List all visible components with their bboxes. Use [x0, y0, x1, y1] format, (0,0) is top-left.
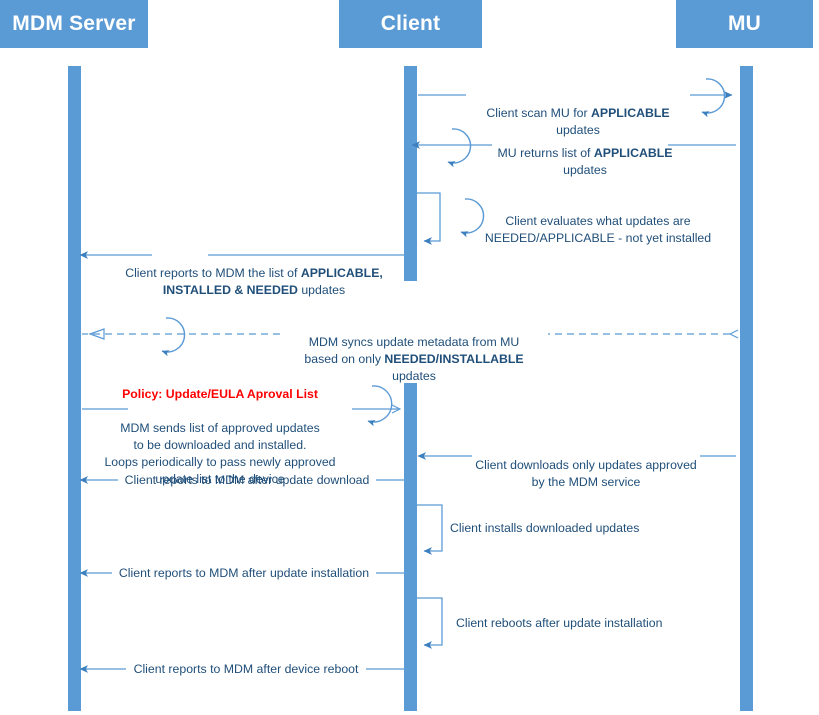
message-label-client-installs: Client installs downloaded updates: [450, 521, 640, 535]
message-label-client-reboots: Client reboots after update installation: [456, 616, 663, 630]
msg-text-m1-b: updates: [556, 123, 600, 137]
lifeline-mdm-server: [68, 66, 81, 711]
lifeline-client-upper: [404, 66, 417, 281]
msg-text-m5-a: based on only: [304, 352, 385, 366]
message-label-client-scan-mu: Client scan MU for APPLICABLE updates: [466, 88, 690, 139]
message-arrow-client-evaluates-self[interactable]: [417, 192, 485, 245]
msg-text-m6-line4: update list to the device: [155, 472, 285, 486]
msg-text-m4-a: Client reports to MDM the list of: [125, 266, 301, 280]
message-arrow-client-installs-self[interactable]: [417, 504, 443, 555]
lifeline-client-lower: [404, 383, 417, 711]
msg-text-m5-b: updates: [392, 369, 436, 383]
msg-text-m2-b: updates: [563, 163, 607, 177]
message-label-client-reports-list: Client reports to MDM the list of APPLIC…: [104, 248, 404, 299]
msg-text-m2-a: MU returns list of: [497, 146, 594, 160]
message-label-client-reports-reboot: Client reports to MDM after device reboo…: [133, 662, 359, 676]
msg-text-m3-line2: NEEDED/APPLICABLE - not yet installed: [484, 231, 712, 245]
msg-text-m4-b: updates: [297, 283, 346, 297]
msg-text-m4-keyword-a: APPLICABLE,: [300, 266, 383, 280]
policy-title-label: Policy: Update/EULA Aproval List: [122, 387, 318, 401]
message-label-mdm-sends-approved-list: Policy: Update/EULA Aproval List MDM sen…: [88, 369, 352, 488]
msg-text-m4-keyword-b: INSTALLED & NEEDED: [162, 283, 298, 297]
participant-header-mdm-server[interactable]: MDM Server: [0, 0, 148, 48]
lifeline-mu: [740, 66, 753, 711]
message-arrow-client-reboots-self[interactable]: [417, 597, 443, 649]
participant-label-mdm-server: MDM Server: [12, 12, 136, 35]
message-label-client-downloads-updates: Client downloads only updates approved by…: [472, 440, 700, 491]
msg-text-m3-line1: Client evaluates what updates are: [505, 214, 691, 228]
participant-label-mu: MU: [727, 12, 762, 35]
msg-text-m6-line3: Loops periodically to pass newly approve…: [104, 455, 336, 469]
participant-header-mu[interactable]: MU: [676, 0, 813, 48]
msg-text-m5-line1: MDM syncs update metadata from MU: [308, 335, 520, 349]
msg-text-m6-line2: to be downloaded and installed.: [133, 438, 307, 452]
participant-header-client[interactable]: Client: [339, 0, 482, 48]
message-label-mu-returns-list: MU returns list of APPLICABLE updates: [485, 128, 685, 179]
msg-text-m1-a: Client scan MU for: [486, 106, 591, 120]
msg-text-m2-keyword: APPLICABLE: [593, 146, 673, 160]
message-label-client-reports-download: Client reports to MDM after update downl…: [124, 473, 370, 487]
msg-text-m1-keyword: APPLICABLE: [590, 106, 670, 120]
message-label-client-reports-installation: Client reports to MDM after update insta…: [118, 566, 370, 580]
participant-label-client: Client: [380, 12, 441, 35]
msg-text-m7-line2: by the MDM service: [531, 475, 641, 489]
msg-text-m6-line1: MDM sends list of approved updates: [120, 421, 320, 435]
msg-text-m7-line1: Client downloads only updates approved: [475, 458, 697, 472]
msg-text-m5-keyword: NEEDED/INSTALLABLE: [384, 352, 524, 366]
message-label-mdm-syncs-metadata: MDM syncs update metadata from MU based o…: [282, 317, 546, 385]
